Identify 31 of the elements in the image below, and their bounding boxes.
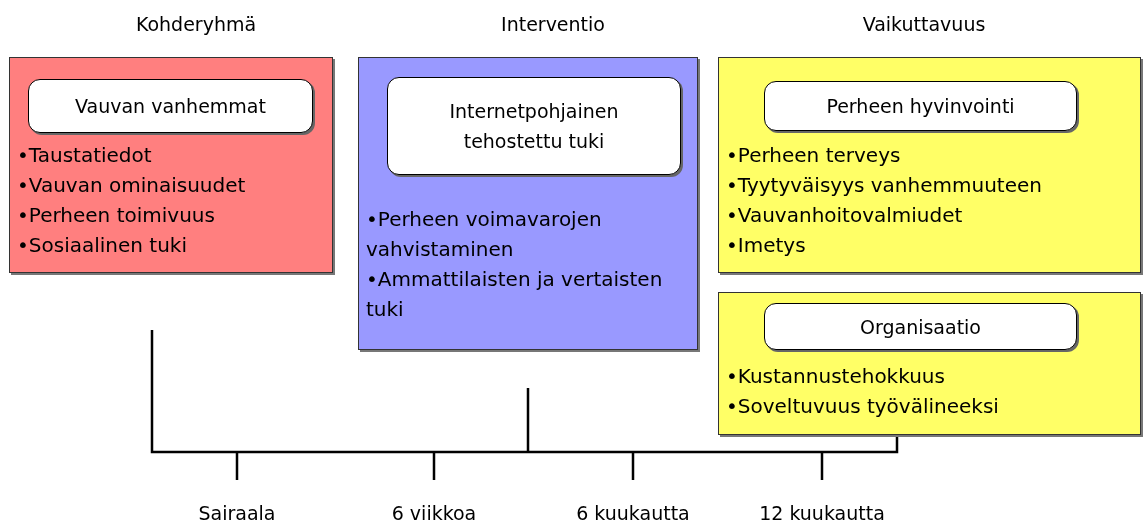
box-title: Internetpohjainen tehostettu tuki — [448, 99, 620, 154]
title-box — [28, 79, 313, 133]
box-title: Perheen hyvinvointi — [825, 94, 1016, 119]
timeline-label: Sairaala — [198, 502, 276, 524]
category-panel — [358, 57, 698, 350]
bullet-item: •Vauvanhoitovalmiudet — [726, 202, 964, 229]
column-heading: Kohderyhmä — [135, 13, 257, 35]
bullet-item: •Soveltuvuus työvälineeksi — [726, 393, 1000, 420]
bullet-item: •Perheen voimavarojen vahvistaminen — [366, 206, 603, 263]
bullet-item: •Perheen toimivuus — [17, 202, 216, 229]
bullet-item: •Ammattilaisten ja vertaisten tuki — [366, 266, 664, 323]
bullet-item: •Perheen terveys — [726, 142, 902, 169]
column-heading: Vaikuttavuus — [862, 13, 986, 35]
timeline-label: 6 viikkoa — [391, 502, 477, 524]
category-panel — [718, 292, 1141, 435]
title-box — [764, 81, 1077, 131]
timeline-label: 6 kuukautta — [576, 502, 690, 524]
title-box — [764, 303, 1077, 350]
category-panel — [9, 57, 333, 273]
box-title: Vauvan vanhemmat — [74, 94, 267, 119]
column-heading: Interventio — [501, 13, 605, 35]
box-title: Organisaatio — [859, 314, 982, 340]
bullet-item: •Tyytyväisyys vanhemmuuteen — [726, 172, 1043, 199]
title-box — [387, 77, 681, 175]
bullet-item: •Sosiaalinen tuki — [17, 232, 188, 259]
bullet-item: •Vauvan ominaisuudet — [17, 172, 247, 199]
timeline-label: 12 kuukautta — [759, 502, 885, 524]
bullet-item: •Kustannustehokkuus — [726, 363, 946, 390]
bullet-item: •Taustatiedot — [17, 142, 153, 169]
category-panel — [718, 57, 1141, 273]
bullet-item: •Imetys — [726, 232, 807, 259]
